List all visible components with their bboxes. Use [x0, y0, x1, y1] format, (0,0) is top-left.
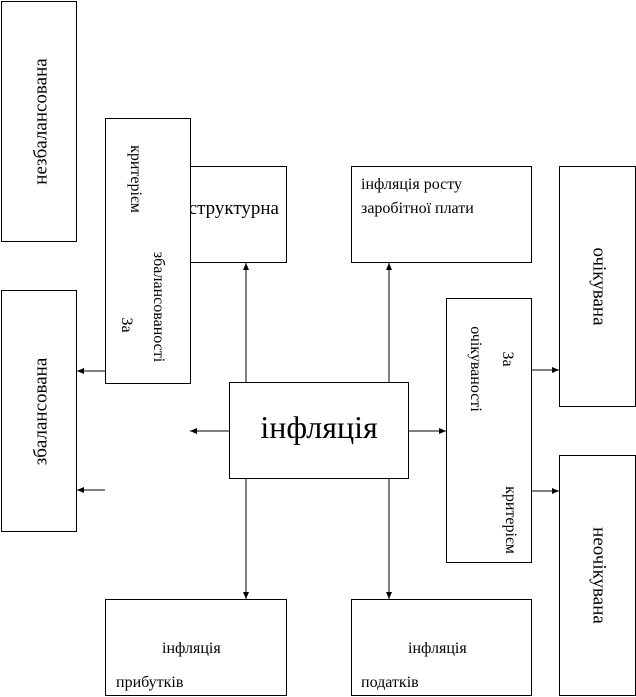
tax-line1: інфляція [408, 640, 467, 657]
wage-growth-box: інфляція росту заробітної плати [351, 166, 532, 263]
expectation-criterion-word1: За [499, 351, 516, 367]
unbalanced-label: незбалансована [30, 58, 52, 185]
wage-growth-line2: заробітної плати [361, 200, 474, 217]
tax-inflation-box: інфляція податків [351, 599, 532, 696]
balance-criterion-word2: За [118, 317, 135, 333]
balanced-label: збалансована [30, 357, 52, 466]
profit-line2: прибутків [116, 674, 184, 691]
balanced-box: збалансована [1, 290, 77, 532]
expectation-criterion-word2: очікуваності [467, 326, 484, 412]
expected-label: очікувана [588, 247, 610, 326]
profit-inflation-box: інфляція прибутків [105, 599, 287, 696]
unexpected-label: неочікувана [588, 527, 610, 624]
inflation-center-label: інфляція [260, 409, 378, 445]
inflation-center-box: інфляція [229, 382, 409, 479]
expected-box: очікувана [559, 166, 636, 407]
unbalanced-box: незбалансована [1, 1, 77, 242]
balance-criterion-box: критерієм За збалансованості [105, 118, 191, 384]
structural-label: структурна [188, 198, 279, 219]
wage-growth-line1: інфляція росту [361, 176, 462, 193]
expectation-criterion-box: За очікуваності критерієм [446, 298, 532, 563]
expectation-criterion-word3: критерієм [502, 486, 519, 554]
profit-line1: інфляція [162, 640, 221, 657]
tax-line2: податків [361, 674, 419, 691]
balance-criterion-word1: критерієм [127, 145, 144, 213]
unexpected-box: неочікувана [559, 455, 636, 696]
balance-criterion-word3: збалансованості [150, 251, 167, 363]
